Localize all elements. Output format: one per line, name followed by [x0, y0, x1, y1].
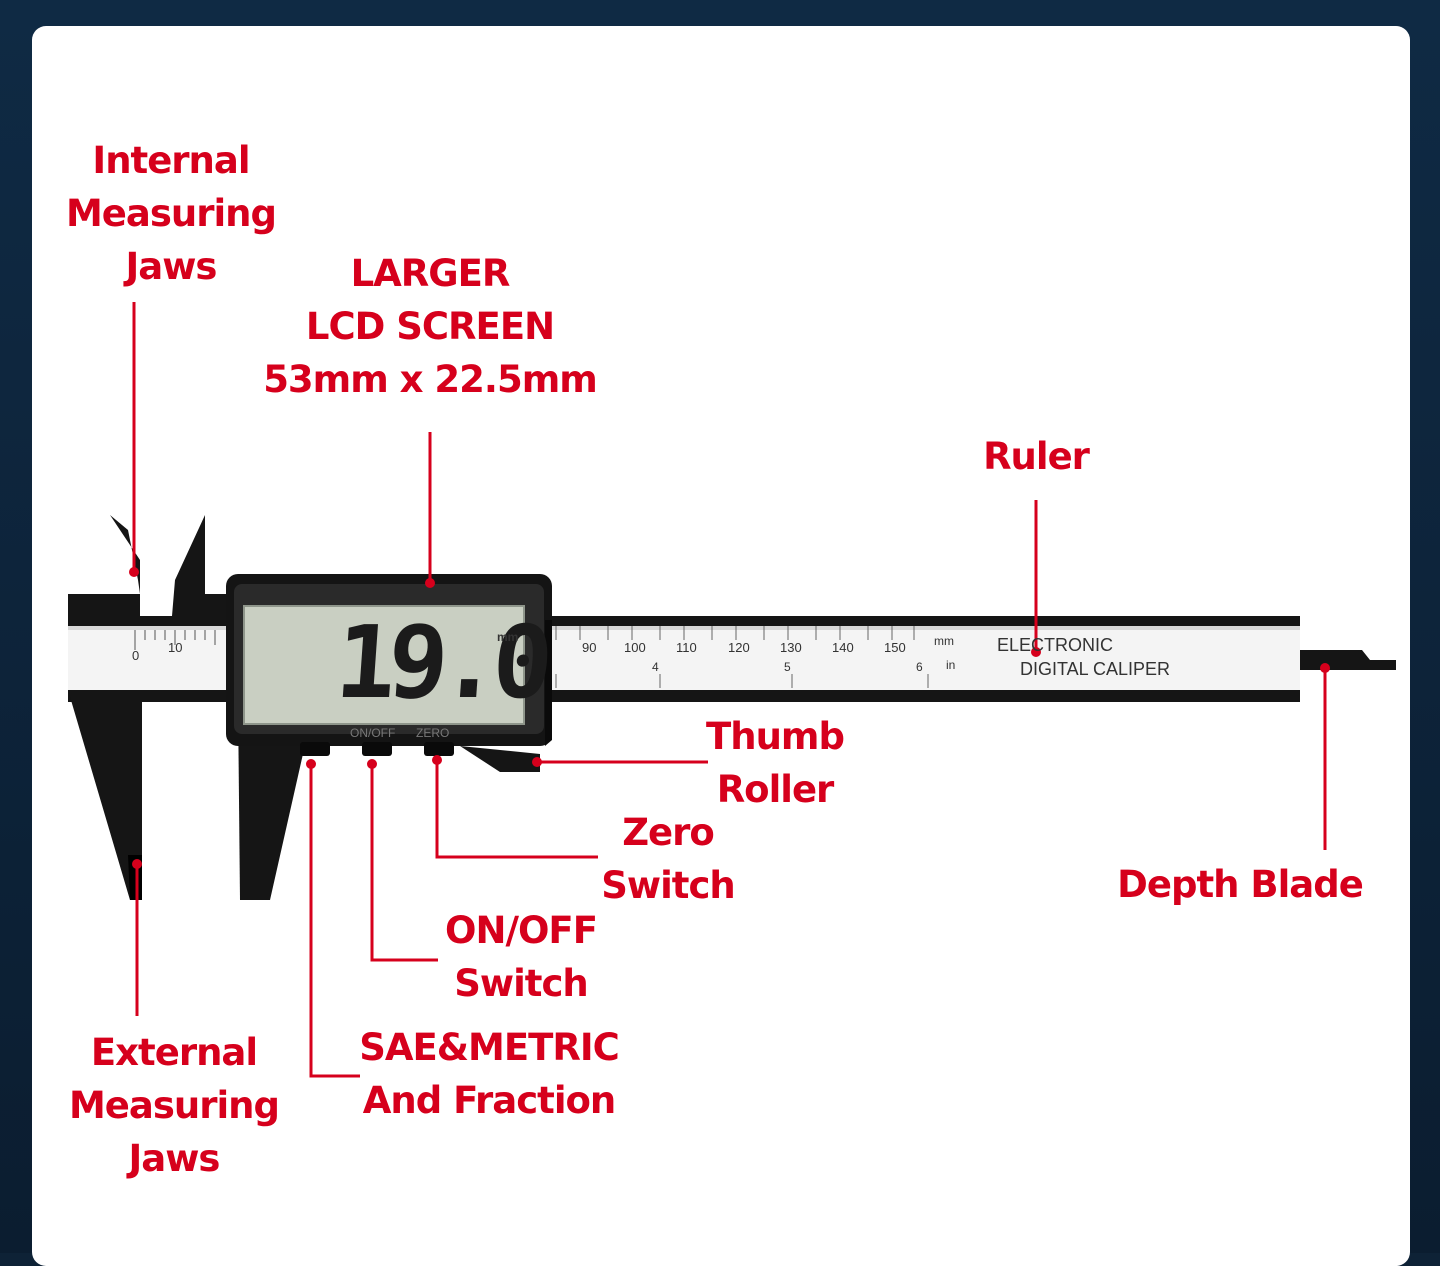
- scale-in-6: 6: [916, 660, 923, 674]
- label-zero-switch: Zero Switch: [601, 811, 735, 907]
- leader-lines: [132, 302, 1327, 1078]
- zero-button-label: ZERO: [416, 726, 450, 740]
- scale-mm-100: 100: [624, 640, 646, 655]
- depth-blade-shape: [1300, 650, 1396, 670]
- lcd-unit: mm: [497, 630, 519, 644]
- unit-mm-label: mm: [934, 634, 954, 648]
- beam-scale: [134, 630, 216, 650]
- lcd-housing: [226, 574, 552, 772]
- scale-left-0: 0: [132, 648, 140, 663]
- label-ruler: Ruler: [983, 435, 1090, 478]
- scale-mm-110: 110: [676, 640, 697, 655]
- label-sae-metric: SAE&METRIC And Fraction: [359, 1026, 620, 1122]
- scale-left-10: 10: [168, 640, 183, 655]
- label-thumb-roller: Thumb Roller: [706, 715, 845, 811]
- unit-in-label: in: [946, 658, 956, 672]
- sliding-jaw: [172, 515, 305, 900]
- label-on-off-switch: ON/OFF Switch: [445, 909, 598, 1005]
- scale-mm-130: 130: [780, 640, 802, 655]
- scale-mm-140: 140: [832, 640, 854, 655]
- beam-scale-right: [555, 626, 929, 688]
- brand-line-2: DIGITAL CALIPER: [1020, 659, 1171, 679]
- scale-in-5: 5: [784, 660, 791, 674]
- scale-mm-150: 150: [884, 640, 906, 655]
- scale-in-4: 4: [652, 660, 659, 674]
- label-lcd-screen: LARGER LCD SCREEN 53mm x 22.5mm: [263, 252, 598, 401]
- label-external-jaws: External Measuring Jaws: [68, 1031, 280, 1180]
- scale-mm-90: 90: [582, 640, 597, 655]
- leader-dots: [129, 567, 1330, 869]
- brand-line-1: ELECTRONIC: [997, 635, 1114, 655]
- onoff-button-label: ON/OFF: [350, 726, 396, 740]
- scale-mm-120: 120: [728, 640, 750, 655]
- label-depth-blade: Depth Blade: [1117, 863, 1364, 906]
- label-internal-jaws: Internal Measuring Jaws: [65, 139, 277, 288]
- lcd-reading: 19.0: [331, 604, 549, 721]
